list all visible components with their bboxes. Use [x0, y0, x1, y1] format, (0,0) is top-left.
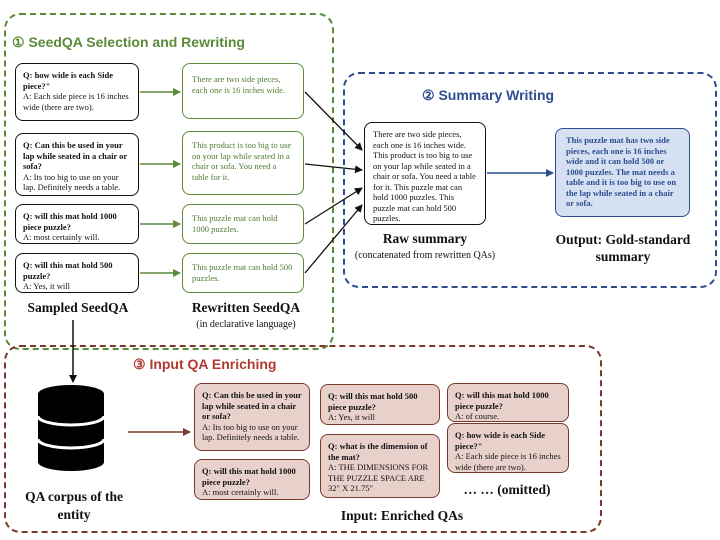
- raw-summary-label: Raw summary: [382, 231, 468, 246]
- section-enrich-panel: [4, 345, 602, 533]
- enriched-qa-5: Q: will this mat hold 1000 piece puzzle?…: [447, 383, 569, 422]
- rewritten-qa-4: This puzzle mat can hold 500 puzzles.: [182, 253, 304, 293]
- enriched-qa-2: Q: will this mat hold 1000 piece puzzle?…: [194, 459, 310, 500]
- section-2-title: ② Summary Writing: [422, 87, 555, 103]
- omitted-label: … … (omitted): [463, 482, 551, 497]
- answer-text: A: Its too big to use on your lap. Defin…: [23, 171, 121, 193]
- answer-text: A: most certainly will.: [23, 232, 100, 242]
- gold-summary-box: This puzzle mat has two side pieces, eac…: [555, 128, 690, 217]
- enriched-qa-6: Q: how wide is each Side piece?" A: Each…: [447, 423, 569, 473]
- sampled-qa-4: Q: will this mat hold 500 puzzle? A: Yes…: [15, 253, 139, 293]
- question-text: Q: will this mat hold 1000 piece puzzle?: [202, 466, 296, 487]
- question-text: Q: Can this be used in your lap while se…: [23, 140, 128, 171]
- section-seedqa-panel: [4, 13, 334, 350]
- rewritten-qa-1: There are two side pieces, each one is 1…: [182, 63, 304, 119]
- question-text: Q: how wide is each Side piece?": [23, 70, 113, 91]
- question-text: Q: will this mat hold 500 puzzle?: [23, 260, 113, 281]
- sampled-seedqa-label: Sampled SeedQA: [27, 300, 129, 315]
- question-text: Q: Can this be used in your lap while se…: [202, 390, 302, 421]
- answer-text: A: of course.: [455, 411, 500, 421]
- rewritten-seedqa-sublabel: (in declarative language): [196, 319, 296, 330]
- answer-text: A: Its too big to use on your lap. Defin…: [202, 421, 300, 443]
- section-1-title: ① SeedQA Selection and Rewriting: [12, 34, 245, 50]
- question-text: Q: what is the dimension of the mat?: [328, 441, 428, 462]
- answer-text: A: Each side piece is 16 inches wide (th…: [455, 451, 561, 472]
- section-3-title: ③ Input QA Enriching: [133, 356, 277, 372]
- question-text: Q: will this mat hold 500 piece puzzle?: [328, 391, 418, 412]
- raw-summary-sublabel: (concatenated from rewritten QAs): [354, 250, 496, 261]
- rewritten-qa-2: This product is too big to use on your l…: [182, 131, 304, 195]
- qa-corpus-label: QA corpus of the entity: [25, 489, 123, 522]
- raw-summary-box: There are two side pieces, each one is 1…: [364, 122, 486, 225]
- enriched-qa-4: Q: what is the dimension of the mat? A: …: [320, 434, 440, 498]
- enriched-qa-1: Q: Can this be used in your lap while se…: [194, 383, 310, 451]
- section-summary-panel: [343, 72, 717, 288]
- sampled-qa-1: Q: how wide is each Side piece?" A: Each…: [15, 63, 139, 121]
- question-text: Q: will this mat hold 1000 piece puzzle?: [23, 211, 117, 232]
- question-text: Q: will this mat hold 1000 piece puzzle?: [455, 390, 549, 411]
- sampled-qa-2: Q: Can this be used in your lap while se…: [15, 133, 139, 196]
- enriched-qa-3: Q: will this mat hold 500 piece puzzle? …: [320, 384, 440, 425]
- gold-summary-label: Output: Gold-standard summary: [555, 232, 691, 264]
- answer-text: A: Yes, it will: [328, 412, 375, 422]
- rewritten-qa-3: This puzzle mat can hold 1000 puzzles.: [182, 204, 304, 244]
- answer-text: A: THE DIMENSIONS FOR THE PUZZLE SPACE A…: [328, 462, 429, 493]
- seedqa-to-rewritten-arrows: [140, 88, 181, 277]
- enriched-qas-label: Input: Enriched QAs: [340, 508, 464, 523]
- database-icon: [36, 385, 106, 471]
- rewritten-seedqa-label: Rewritten SeedQA: [191, 300, 301, 315]
- answer-text: A: most certainly will.: [202, 487, 279, 497]
- answer-text: A: Yes, it will: [23, 281, 70, 291]
- question-text: Q: how wide is each Side piece?": [455, 430, 545, 451]
- sampled-qa-3: Q: will this mat hold 1000 piece puzzle?…: [15, 204, 139, 244]
- rewritten-to-raw-arrows: [304, 91, 363, 274]
- answer-text: A: Each side piece is 16 inches wide (th…: [23, 91, 129, 112]
